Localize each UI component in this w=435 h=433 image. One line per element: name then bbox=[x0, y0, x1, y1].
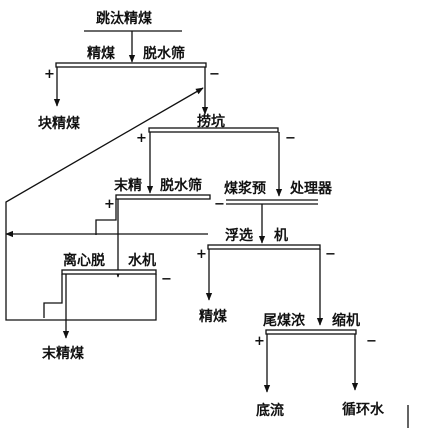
product-fine-label: 末精煤 bbox=[42, 345, 85, 362]
screen2-label-left: 末精 bbox=[114, 177, 142, 194]
centrifuge-label-left: 离心脱 bbox=[63, 252, 105, 269]
tailings-plus: + bbox=[254, 334, 265, 349]
feed-label: 跳汰精煤 bbox=[96, 10, 153, 27]
tailings-deck bbox=[265, 329, 357, 335]
flotation-label-left: 浮选 bbox=[225, 227, 253, 244]
screen2-plus: + bbox=[104, 197, 115, 212]
circulating-water-label: 循环水 bbox=[342, 401, 385, 418]
screen1-minus: − bbox=[209, 67, 220, 82]
screen1-plus: + bbox=[44, 67, 55, 82]
centrifuge-label-right: 水机 bbox=[128, 252, 156, 269]
flotation-plus: + bbox=[196, 247, 207, 262]
centrifuge-deck bbox=[61, 269, 157, 275]
underflow-label: 底流 bbox=[256, 402, 284, 419]
tailings-label-left: 尾煤浓 bbox=[263, 312, 306, 329]
centrifuge-box-outline bbox=[43, 274, 63, 318]
flotation-label-right: 机 bbox=[274, 227, 288, 244]
slurry-pre-label-left: 煤浆预 bbox=[224, 180, 266, 197]
product-lump-label: 块精煤 bbox=[38, 115, 81, 132]
screen2-label-right: 脱水筛 bbox=[160, 177, 202, 194]
screen1-deck bbox=[55, 62, 207, 68]
bucket-deck bbox=[148, 127, 279, 133]
centrifuge-minus: − bbox=[161, 272, 172, 287]
centrifuge-recycle-loop bbox=[5, 87, 204, 321]
tailings-label-right: 缩机 bbox=[332, 312, 360, 329]
screen2-minus: − bbox=[214, 197, 225, 212]
slurry-pre-label-right: 处理器 bbox=[289, 180, 333, 197]
screen1-label-left: 精煤 bbox=[87, 45, 116, 62]
tailings-minus: − bbox=[366, 334, 377, 349]
screen2-deck bbox=[115, 194, 211, 200]
screen2-box-outline bbox=[95, 199, 117, 235]
bucket-label: 捞坑 bbox=[197, 113, 225, 130]
flotation-deck bbox=[207, 244, 321, 250]
flotation-minus: − bbox=[325, 247, 336, 262]
bucket-minus: − bbox=[285, 131, 296, 146]
product-flot-label: 精煤 bbox=[199, 308, 228, 325]
screen1-label-right: 脱水筛 bbox=[143, 45, 185, 62]
bucket-plus: + bbox=[136, 131, 147, 146]
